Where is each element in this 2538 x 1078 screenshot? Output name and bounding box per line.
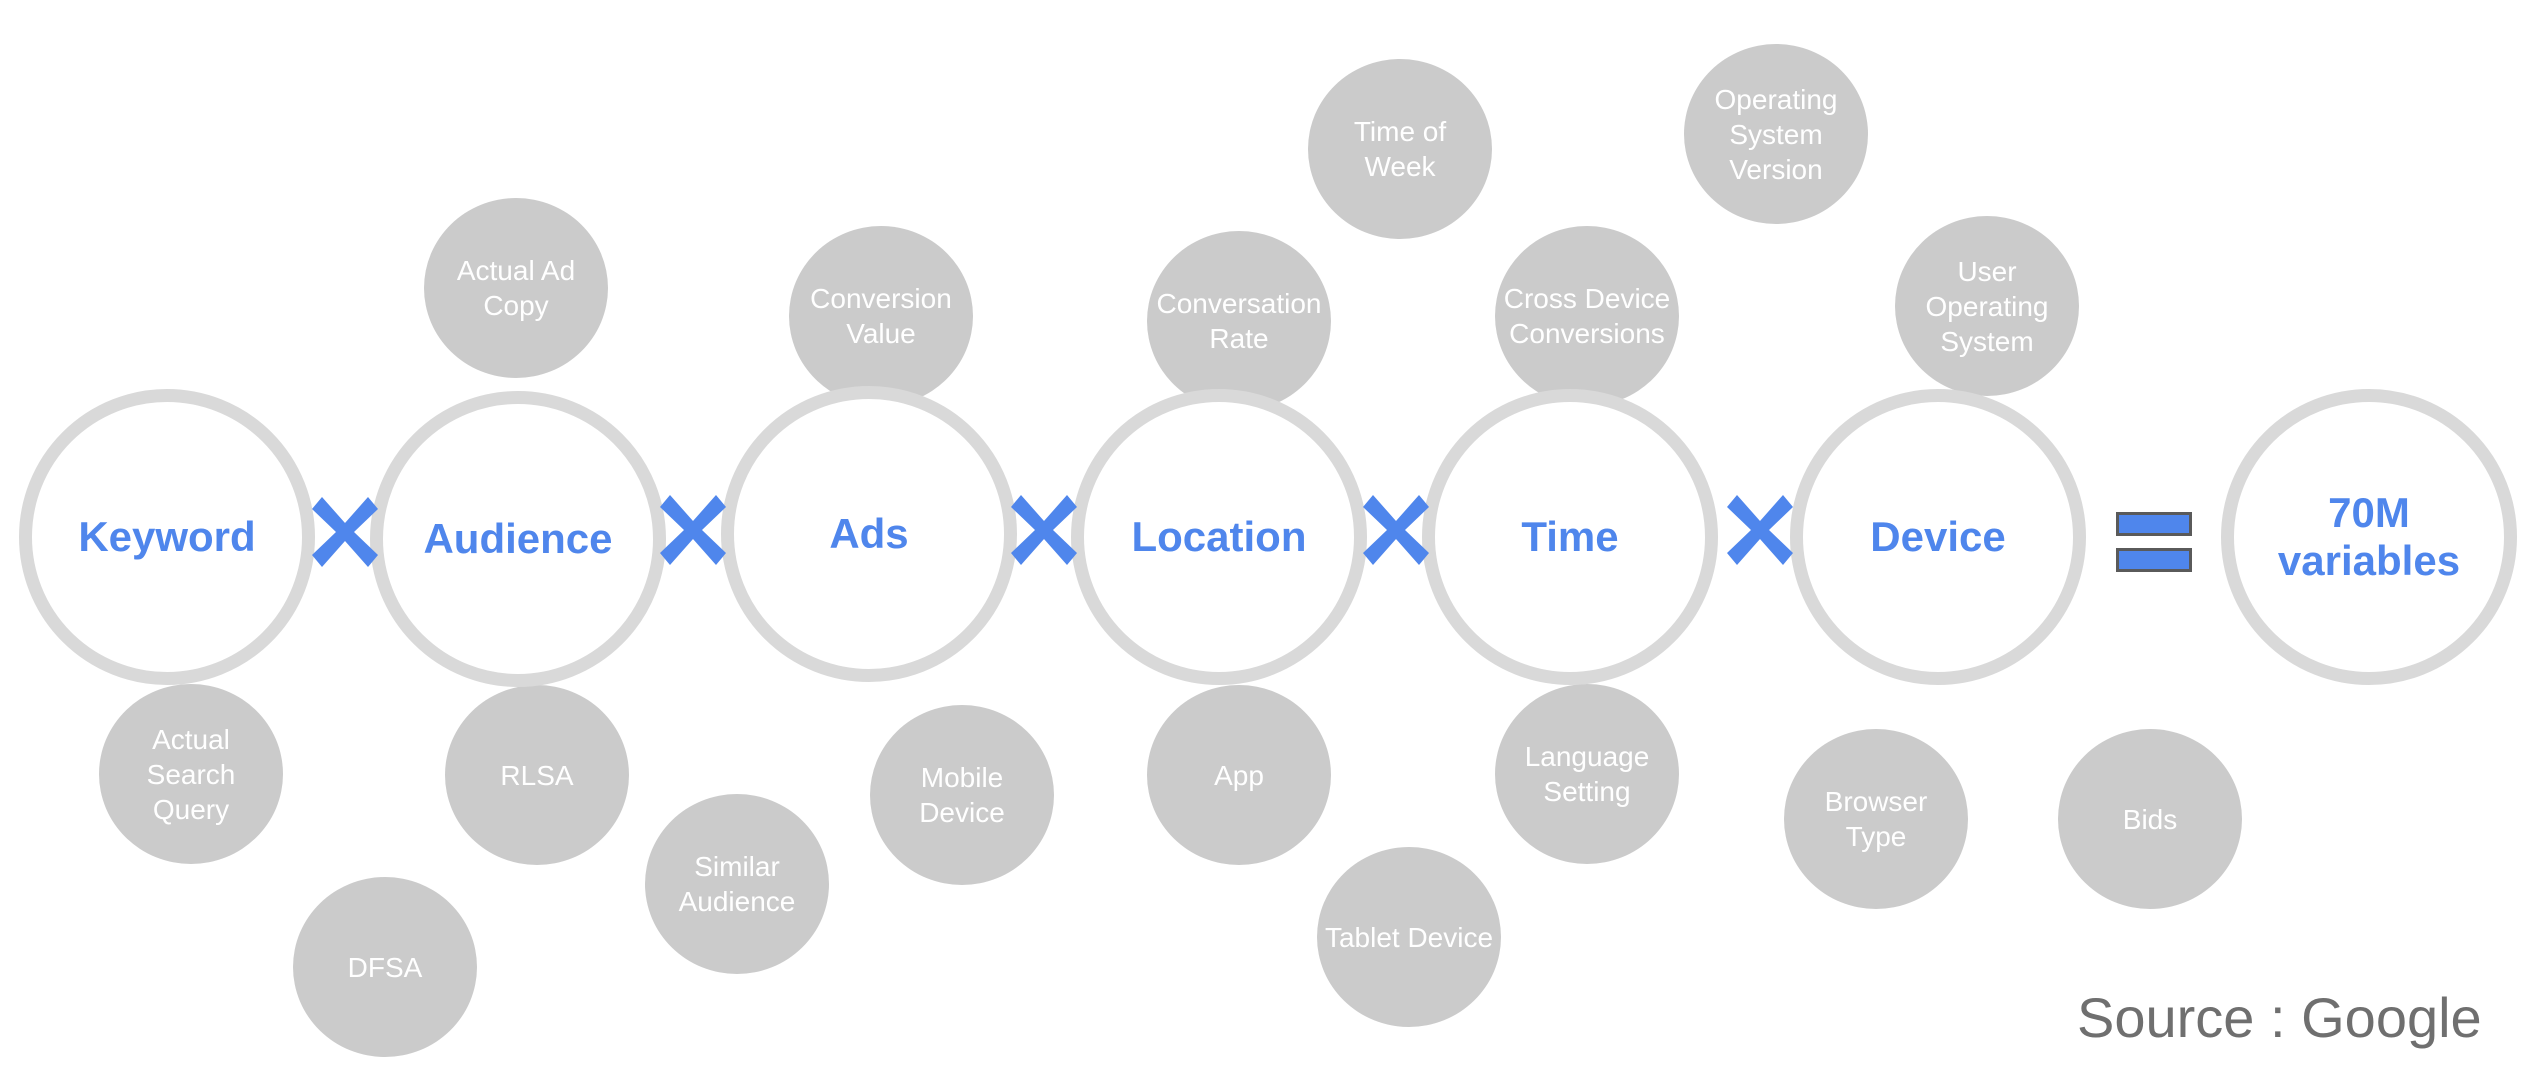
bubble-label: User Operating System — [1925, 255, 2049, 357]
equals-bar-top — [2116, 512, 2192, 536]
bubble-cross-device-conversions: Cross Device Conversions — [1495, 226, 1679, 406]
bubble-label: Cross Device Conversions — [1503, 283, 1671, 349]
bubble-label: App — [1214, 759, 1264, 791]
bubble-conversion-value: Conversion Value — [789, 226, 973, 406]
bubble-label: Similar Audience — [678, 851, 796, 917]
times-icon — [1727, 495, 1793, 565]
bubble-user-operating-system: User Operating System — [1895, 216, 2079, 396]
bubble-operating-system-version: Operating System Version — [1684, 44, 1868, 224]
times-icon — [312, 497, 378, 567]
factor-label: Ads — [829, 509, 909, 557]
bubble-label: RLSA — [500, 759, 574, 791]
bubble-label: Actual Search Query — [146, 723, 236, 825]
bubble-mobile-device: Mobile Device — [870, 705, 1054, 885]
factor-label: Device — [1870, 512, 2006, 560]
factor-label: Audience — [423, 514, 613, 562]
bubble-label: Actual Ad Copy — [456, 255, 576, 321]
factor-label: Location — [1131, 512, 1307, 560]
factor-location: Location — [1071, 389, 1367, 685]
bubble-label: Language Setting — [1524, 741, 1650, 807]
bubble-label: Operating System Version — [1714, 83, 1838, 185]
times-icon — [1363, 495, 1429, 565]
bubble-label: Tablet Device — [1324, 921, 1494, 953]
bubble-similar-audience: Similar Audience — [645, 794, 829, 974]
times-icon — [660, 495, 726, 565]
result-value: 70M — [2328, 488, 2410, 536]
bubble-label: Conversion Value — [810, 283, 952, 349]
bubble-bids: Bids — [2058, 729, 2242, 909]
bubble-label: Mobile Device — [919, 762, 1005, 828]
bubble-tablet-device: Tablet Device — [1317, 847, 1501, 1027]
bubble-actual-ad-copy: Actual Ad Copy — [424, 198, 608, 378]
times-icon — [1011, 495, 1077, 565]
bubble-label: DFSA — [347, 951, 423, 983]
factor-time: Time — [1422, 389, 1718, 685]
bubble-time-of-week: Time of Week — [1308, 59, 1492, 239]
bubble-actual-search-query: Actual Search Query — [99, 684, 283, 864]
factor-keyword: Keyword — [19, 389, 315, 685]
bubble-label: Bids — [2122, 803, 2178, 835]
bubble-conversation-rate: Conversation Rate — [1147, 231, 1331, 411]
bubble-rlsa: RLSA — [445, 685, 629, 865]
result-unit: variables — [2277, 537, 2461, 584]
bubble-browser-type: Browser Type — [1784, 729, 1968, 909]
factor-ads: Ads — [721, 386, 1017, 682]
source-credit: Source : Google — [2077, 986, 2482, 1049]
bubble-dfsa: DFSA — [293, 877, 477, 1057]
factor-label: Keyword — [78, 512, 256, 560]
equals-bar-bottom — [2116, 548, 2192, 572]
factor-audience: Audience — [370, 391, 666, 687]
factor-label: Time — [1521, 512, 1619, 560]
factor-device: Device — [1790, 389, 2086, 685]
bubble-label: Conversation Rate — [1156, 288, 1322, 354]
bubble-language-setting: Language Setting — [1495, 684, 1679, 864]
bubble-label: Time of Week — [1353, 116, 1447, 182]
bubble-app: App — [1147, 685, 1331, 865]
bubble-label: Browser Type — [1824, 786, 1928, 852]
